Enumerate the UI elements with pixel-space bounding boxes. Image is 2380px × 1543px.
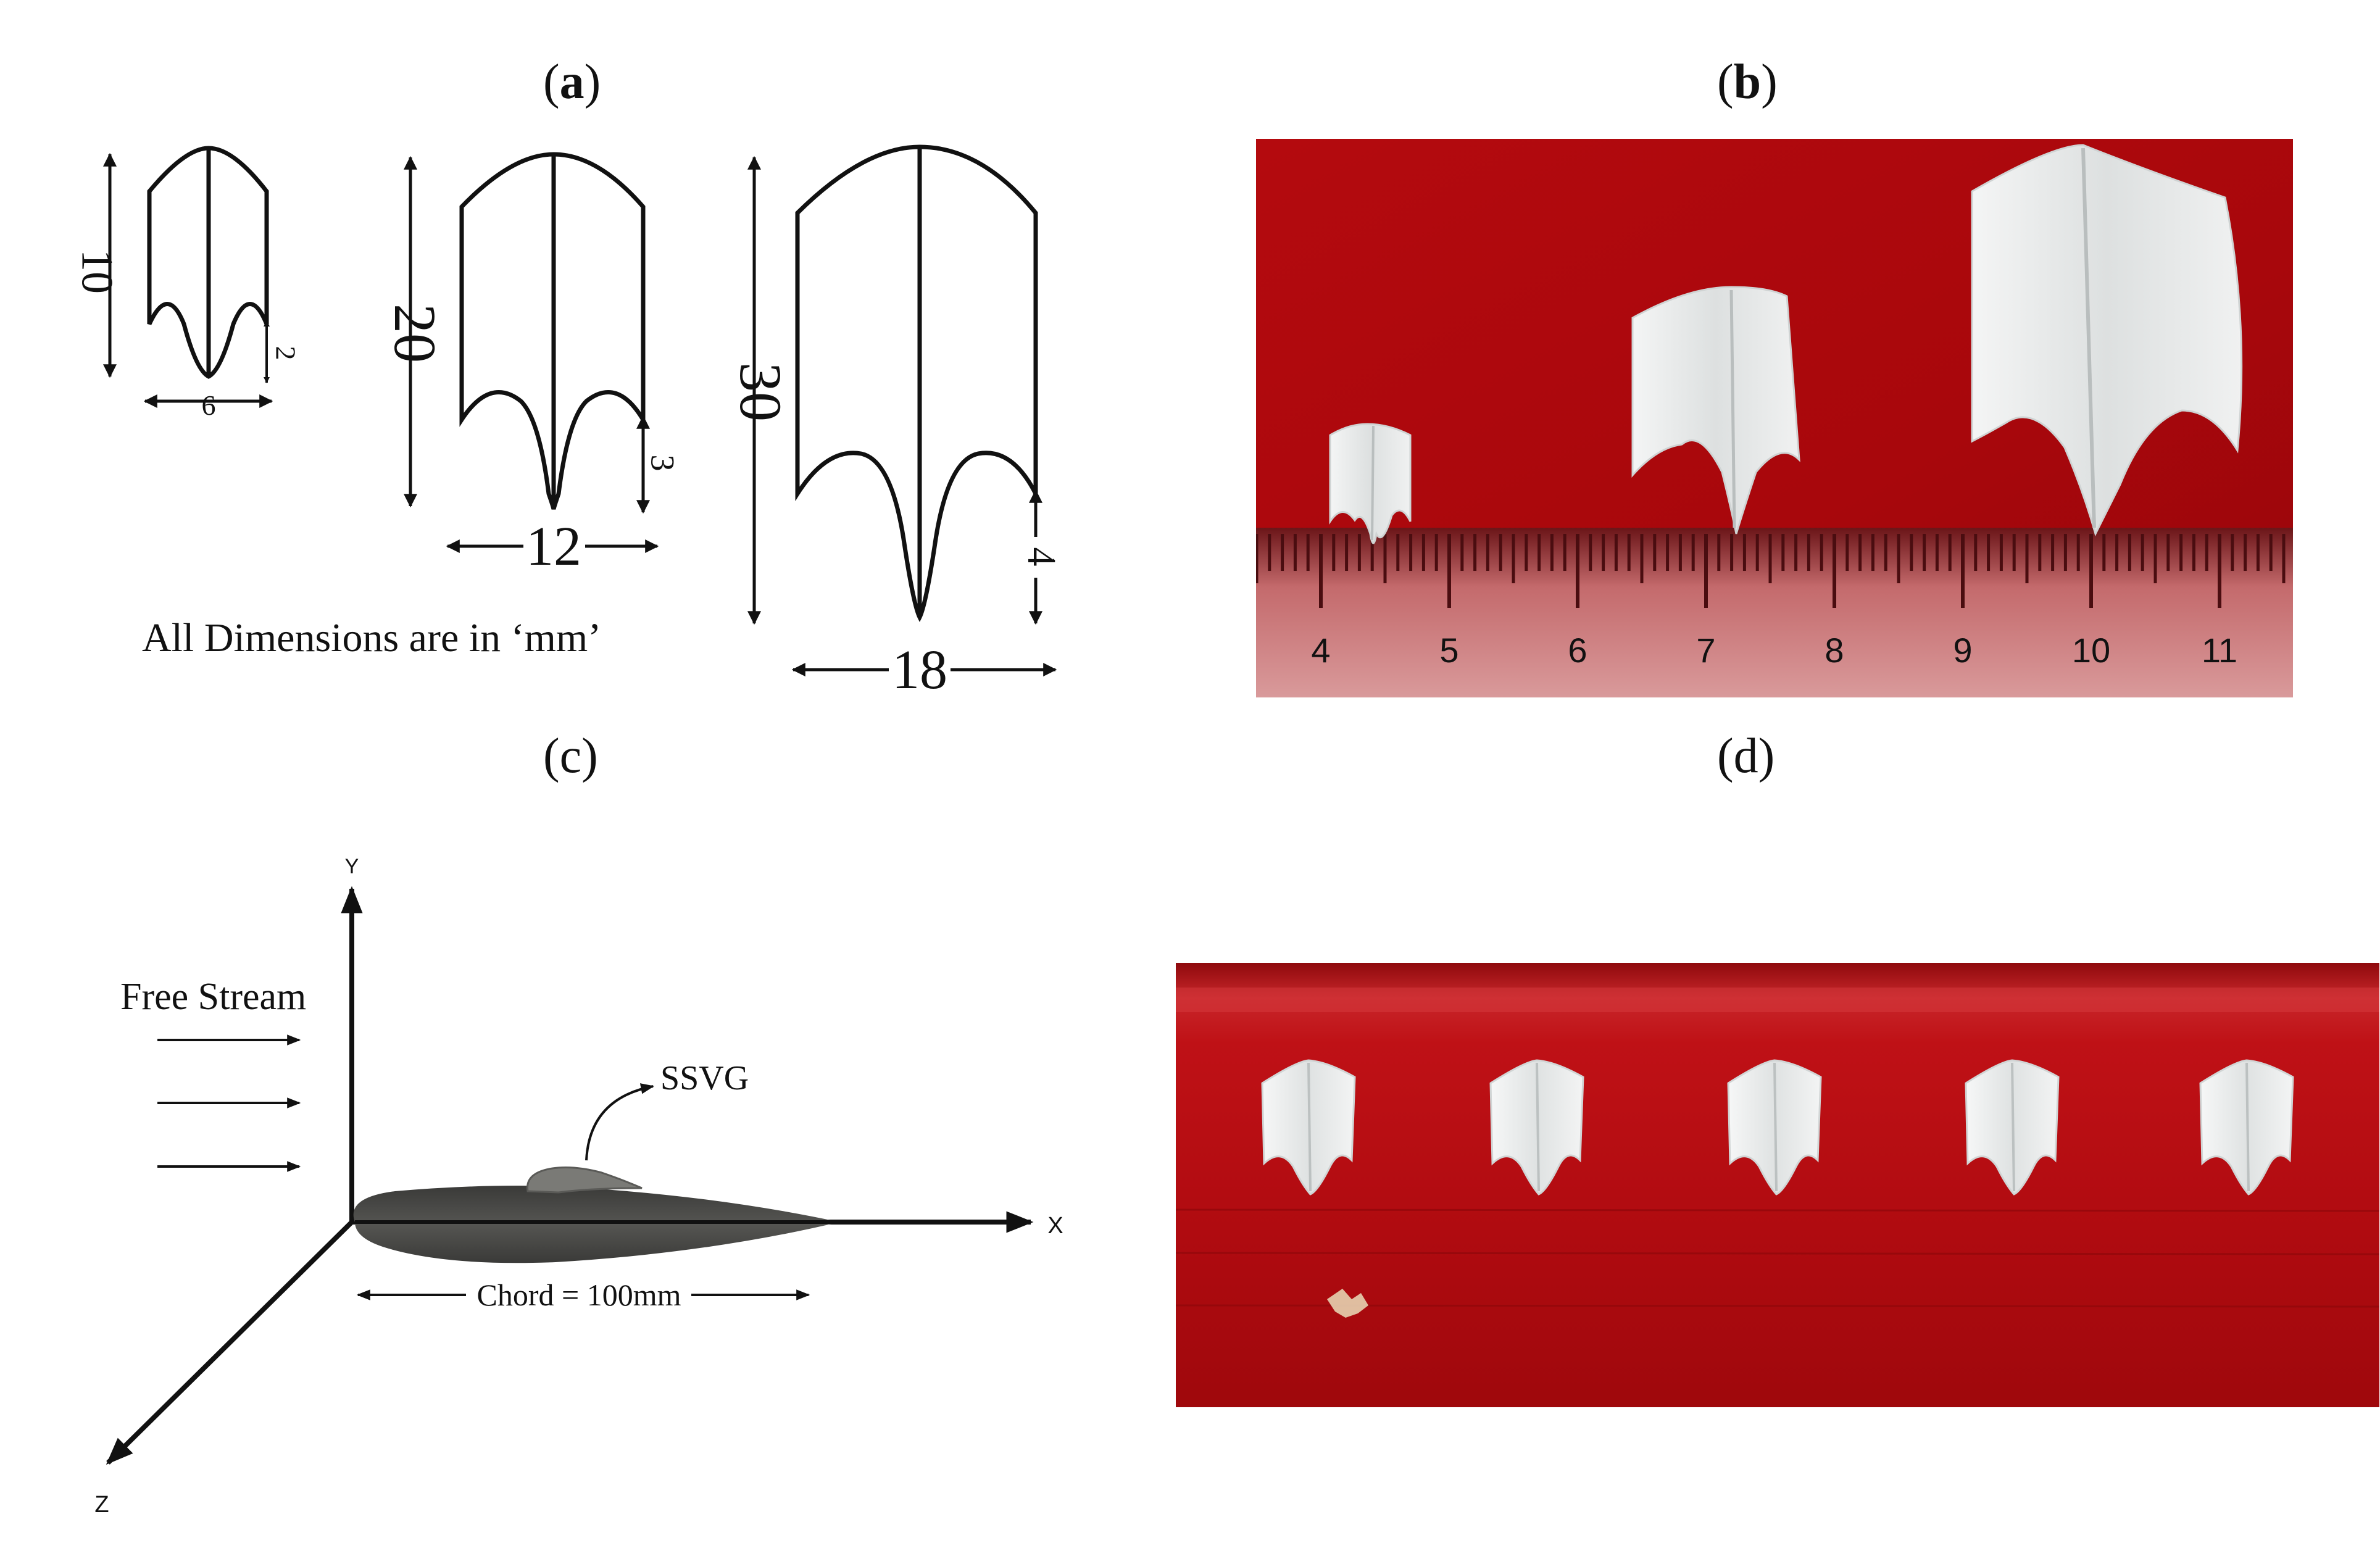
panel-c-schematic: Y X Z Free Stream SSVG Chord = 100mm (94, 855, 1063, 1518)
dim-medium-height-label: 20 (382, 304, 448, 363)
vg-small-outline (147, 146, 269, 379)
ruler (1256, 528, 2293, 697)
vg-photo-unit (2199, 1059, 2294, 1196)
panel-label-a: (a) (543, 55, 601, 109)
panel-a-drawings: 10 6 2 20 12 3 30 18 4 4 All Dimensions … (72, 144, 1063, 701)
dim-small-notch-label: 2 (270, 346, 301, 360)
vg-large-outline (795, 144, 1038, 622)
airfoil (353, 1186, 839, 1263)
ssvg-pointer (585, 1083, 655, 1161)
dim-medium-width-label: 12 (526, 516, 581, 577)
ruler-number: 9 (1953, 631, 1972, 670)
vg-photo-small (1329, 423, 1412, 544)
vg-photo-large (1971, 144, 2243, 537)
vg-photo-medium (1631, 286, 1800, 534)
ssvg-label: SSVG (660, 1059, 749, 1097)
ruler-number: 10 (2072, 631, 2110, 670)
ruler-number: 5 (1439, 631, 1458, 670)
axis-z-label: Z (94, 1492, 109, 1518)
panel-b-photo: 4 5 6 7 8 9 10 11 (1256, 139, 2293, 697)
paint-chip (1327, 1289, 1368, 1318)
ruler-numbers: 4 5 6 7 8 9 10 11 (1311, 631, 2237, 670)
axis-z-line (106, 1220, 354, 1465)
dim-medium-notch-label: 3 (644, 455, 681, 472)
ruler-number: 6 (1568, 631, 1587, 670)
chord-label: Chord = 100mm (477, 1278, 681, 1312)
ruler-number: 11 (2202, 631, 2237, 670)
axis-x-label: X (1047, 1213, 1063, 1239)
dim-large-height-label: 30 (728, 362, 794, 422)
vg-array (1261, 1059, 2294, 1196)
ssvg-shape (526, 1167, 643, 1194)
dim-small-height-label: 10 (72, 249, 122, 294)
panel-label-d: (d) (1717, 729, 1775, 783)
ruler-number: 7 (1696, 631, 1715, 670)
dim-large-notch-label-front: 4 (1020, 547, 1062, 567)
free-stream-label: Free Stream (120, 976, 306, 1018)
ruler-ticks (1256, 534, 2286, 608)
vg-photo-unit (1261, 1059, 1356, 1196)
vg-medium-outline (459, 152, 646, 510)
vg-photo-unit (1489, 1059, 1584, 1196)
ruler-number: 4 (1311, 631, 1330, 670)
dim-large-width-label: 18 (892, 639, 947, 701)
axis-y-label: Y (345, 855, 359, 878)
panel-label-b: (b) (1717, 55, 1778, 109)
panel-label-c: (c) (543, 729, 598, 783)
vg-photo-unit (1965, 1059, 2060, 1196)
dim-small-width-label: 6 (202, 389, 216, 421)
panel-d-photo (1176, 963, 2379, 1407)
vg-photo-unit (1727, 1059, 1822, 1196)
ruler-number: 8 (1825, 631, 1844, 670)
units-note: All Dimensions are in ‘mm’ (142, 615, 601, 660)
